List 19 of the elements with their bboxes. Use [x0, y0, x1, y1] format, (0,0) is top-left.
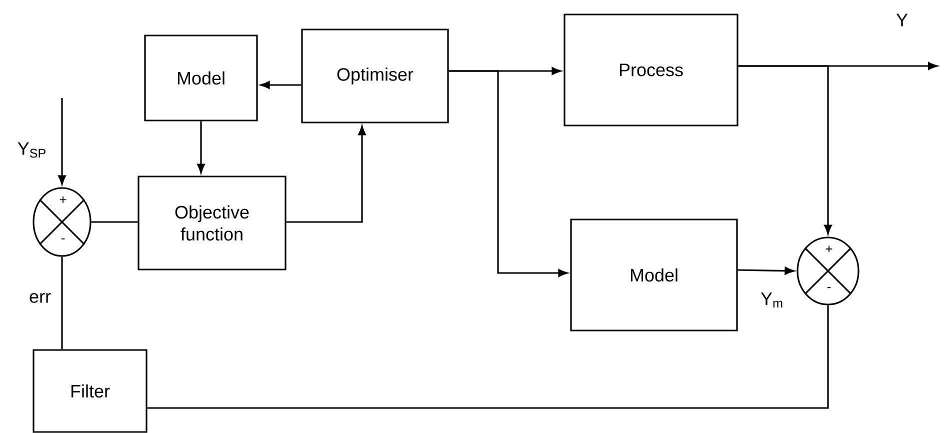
block-box: Process [564, 14, 738, 126]
edge-label: Y$_{SP}$ [16, 141, 48, 159]
summing-junction: + - [32, 187, 92, 257]
arrow [448, 70, 568, 277]
arrow [286, 126, 366, 223]
edge-label: err [28, 292, 52, 304]
arrow [58, 98, 66, 185]
arrow [738, 65, 832, 234]
arrow [738, 266, 794, 275]
block-box: Filter [32, 349, 148, 433]
arrow [260, 81, 302, 89]
block-box: Optimiser [301, 28, 449, 124]
block-box: Model [570, 218, 738, 332]
arrow [197, 121, 205, 174]
edge-label: Y [895, 12, 909, 28]
edge-label: Y$_{m}$ [760, 292, 784, 308]
block-box: Objective function [138, 176, 286, 270]
block-box: Model [144, 34, 258, 122]
summing-junction: + - [796, 236, 860, 306]
